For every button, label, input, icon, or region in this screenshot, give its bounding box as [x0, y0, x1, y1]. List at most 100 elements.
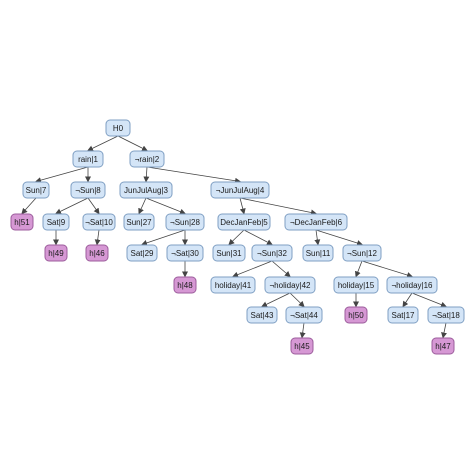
tree-node-sun27: Sun|27	[123, 213, 155, 231]
node-box	[285, 306, 323, 324]
edge-jja3-to-nsun28	[145, 197, 186, 215]
tree-node-nsun8: ¬Sun|8	[70, 181, 106, 199]
edge-nsun8-to-nsat10	[87, 197, 100, 215]
node-box	[85, 244, 109, 262]
tree-node-nhol16: ¬holiday|16	[386, 276, 438, 294]
tree-node-nsun12: ¬Sun|12	[342, 244, 382, 262]
node-label: Sun|7	[26, 186, 47, 195]
node-box	[290, 337, 314, 355]
node-box	[342, 244, 382, 262]
edge-djf5-to-nsun32	[243, 229, 273, 245]
node-box	[386, 276, 438, 294]
edge-sun7-to-h51	[21, 197, 37, 215]
tree-node-nsat44: ¬Sat|44	[285, 306, 323, 324]
node-label: ¬DecJanFeb|6	[290, 218, 343, 227]
edge-nsun12-to-nhol16	[361, 260, 413, 278]
node-label: Sat|9	[47, 218, 66, 227]
node-box	[246, 306, 278, 324]
node-box	[129, 150, 165, 168]
edge-H0-to-rain1	[87, 135, 119, 152]
node-box	[387, 306, 419, 324]
node-box	[44, 244, 68, 262]
tree-node-jja3: JunJulAug|3	[119, 181, 173, 199]
edge-nhol16-to-sat17	[402, 292, 413, 308]
tree-node-sun31: Sun|31	[212, 244, 246, 262]
leaf-node-h48: h|48	[173, 276, 197, 294]
node-box	[10, 213, 34, 231]
node-label: holiday|15	[338, 281, 375, 290]
node-box	[210, 276, 256, 294]
edge-nhol16-to-nsat18	[411, 292, 447, 308]
node-box	[126, 244, 158, 262]
edge-jja3-to-sun27	[138, 197, 147, 215]
leaf-node-h51: h|51	[10, 213, 34, 231]
node-box	[217, 213, 271, 231]
tree-node-nsat10: ¬Sat|10	[82, 213, 116, 231]
tree-node-nsun32: ¬Sun|32	[251, 244, 293, 262]
node-box	[42, 213, 70, 231]
node-label: ¬Sun|28	[170, 218, 200, 227]
tree-node-nrain2: ¬rain|2	[129, 150, 165, 168]
node-label: h|46	[89, 249, 105, 258]
edge-nsat18-to-h47	[441, 322, 447, 339]
tree-node-sat29: Sat|29	[126, 244, 158, 262]
edge-nhol42-to-nsat44	[289, 292, 305, 308]
tree-node-H0: H0	[105, 119, 131, 137]
edge-njja4-to-djf5	[239, 197, 246, 215]
node-label: h|47	[435, 342, 451, 351]
node-label: Sun|27	[126, 218, 152, 227]
node-box	[119, 181, 173, 199]
node-label: ¬holiday|16	[392, 281, 434, 290]
node-box	[72, 150, 104, 168]
edge-rain1-to-sun7	[35, 166, 89, 184]
node-box	[82, 213, 116, 231]
node-box	[166, 244, 204, 262]
node-box	[431, 337, 455, 355]
tree-node-djf5: DecJanFeb|5	[217, 213, 271, 231]
tree-node-sat9: Sat|9	[42, 213, 70, 231]
leaf-node-h47: h|47	[431, 337, 455, 355]
node-label: Sat|17	[392, 311, 416, 320]
edge-nsun8-to-sat9	[55, 197, 89, 215]
node-box	[105, 119, 131, 137]
tree-node-rain1: rain|1	[72, 150, 104, 168]
node-label: rain|1	[78, 155, 98, 164]
node-box	[212, 244, 246, 262]
edge-nsun32-to-nhol42	[271, 260, 291, 278]
node-label: h|48	[177, 281, 193, 290]
tree-node-sat17: Sat|17	[387, 306, 419, 324]
edge-djf5-to-sun31	[228, 229, 245, 246]
node-label: JunJulAug|3	[124, 186, 168, 195]
node-label: H0	[113, 124, 124, 133]
node-label: ¬Sun|12	[347, 249, 377, 258]
leaf-node-h46: h|46	[85, 244, 109, 262]
tree-node-ndjf6: ¬DecJanFeb|6	[284, 213, 348, 231]
tree-node-sun7: Sun|7	[22, 181, 50, 199]
node-box	[344, 306, 368, 324]
node-box	[302, 244, 334, 262]
leaf-node-h45: h|45	[290, 337, 314, 355]
edge-nsat44-to-h45	[299, 322, 306, 339]
edge-nsun12-to-hol15	[355, 260, 363, 278]
tree-node-nsun28: ¬Sun|28	[165, 213, 205, 231]
node-label: h|45	[294, 342, 310, 351]
edge-nrain2-to-njja4	[146, 166, 241, 184]
tree-node-nsat30: ¬Sat|30	[166, 244, 204, 262]
node-label: ¬Sat|18	[432, 311, 460, 320]
edge-H0-to-nrain2	[117, 135, 148, 151]
node-label: Sat|43	[251, 311, 275, 320]
node-label: Sat|29	[131, 249, 155, 258]
node-label: h|49	[48, 249, 64, 258]
node-label: h|51	[14, 218, 30, 227]
node-label: Sun|31	[216, 249, 242, 258]
node-box	[251, 244, 293, 262]
node-label: holiday|41	[215, 281, 252, 290]
node-label: ¬Sun|8	[75, 186, 101, 195]
edge-nsun28-to-sat29	[141, 229, 186, 246]
node-label: ¬Sun|32	[257, 249, 287, 258]
edge-ndjf6-to-sun11	[314, 229, 321, 246]
node-box	[70, 181, 106, 199]
node-label: ¬Sat|30	[171, 249, 199, 258]
edge-nsat10-to-h46	[94, 229, 101, 246]
